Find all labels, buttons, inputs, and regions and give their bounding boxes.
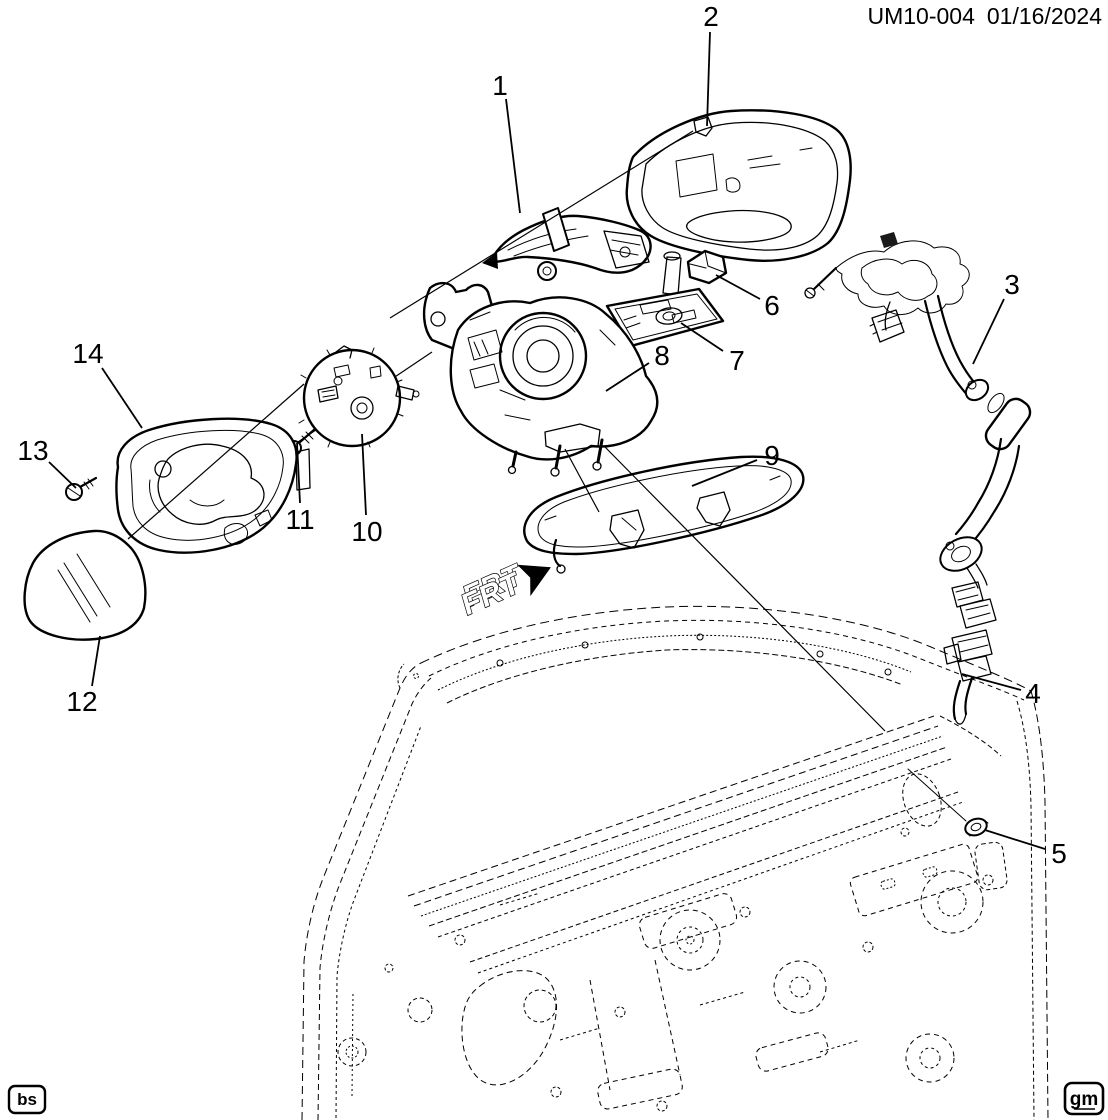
callout-leader-8 xyxy=(605,362,650,392)
document-id-header: UM10-004 01/16/2024 xyxy=(867,3,1102,29)
frt-indicator: FRT FRT xyxy=(458,557,551,623)
callout-label-7: 7 xyxy=(729,345,745,376)
callout-13: 13 xyxy=(17,435,77,489)
callout-label-14: 14 xyxy=(72,338,103,369)
callout-7: 7 xyxy=(680,322,745,376)
callout-label-5: 5 xyxy=(1051,838,1067,869)
callout-leader-1 xyxy=(505,98,521,214)
mirror-bezel-part-14 xyxy=(115,417,311,554)
mirror-arm-part-1 xyxy=(482,207,652,281)
callout-label-6: 6 xyxy=(764,290,780,321)
callout-5: 5 xyxy=(984,829,1067,869)
callout-label-12: 12 xyxy=(66,686,97,717)
doc-date: 01/16/2024 xyxy=(987,3,1102,29)
callout-12: 12 xyxy=(66,635,101,717)
callout-leader-9 xyxy=(691,459,758,487)
callout-8: 8 xyxy=(605,340,670,392)
base-plate-part-7 xyxy=(605,251,725,348)
callout-label-2: 2 xyxy=(703,1,719,32)
grommet-part-5 xyxy=(907,768,989,837)
mirror-housing-part-2 xyxy=(625,109,852,262)
callout-6: 6 xyxy=(715,274,780,321)
callout-label-11: 11 xyxy=(285,504,314,535)
doc-id: UM10-004 xyxy=(867,3,975,29)
frt-arrow-icon xyxy=(517,564,551,597)
callout-10: 10 xyxy=(351,433,383,547)
badge-bs: bs xyxy=(7,1084,47,1115)
callout-leader-11 xyxy=(296,442,301,504)
badge-bs-label: bs xyxy=(17,1090,37,1109)
callout-leader-3 xyxy=(972,298,1005,365)
badge-gm-label: gm xyxy=(1070,1089,1099,1110)
callout-14: 14 xyxy=(72,338,143,429)
wiring-harness-part-3 xyxy=(804,232,1032,608)
actuator-assembly-part-8 xyxy=(422,281,659,477)
callout-leader-4 xyxy=(961,673,1022,691)
mirror-glass-part-12 xyxy=(23,529,147,641)
callout-label-13: 13 xyxy=(17,435,48,466)
callout-4: 4 xyxy=(961,673,1041,709)
callout-label-1: 1 xyxy=(492,70,508,101)
callout-2: 2 xyxy=(703,1,719,127)
callout-leader-13 xyxy=(48,461,77,489)
callout-label-9: 9 xyxy=(764,440,780,471)
alignment-lines xyxy=(127,130,886,732)
gasket-part-9 xyxy=(523,455,805,574)
door-frame-drawing xyxy=(301,605,1049,1120)
badge-gm-logo: gm xyxy=(1063,1081,1105,1116)
screw-part-13 xyxy=(65,476,98,501)
callout-11: 11 xyxy=(285,442,315,535)
callout-leader-6 xyxy=(715,274,761,300)
harness-clip-part-4 xyxy=(943,598,997,725)
callout-label-4: 4 xyxy=(1025,678,1041,709)
callout-leader-10 xyxy=(361,433,367,516)
callout-1: 1 xyxy=(492,70,521,214)
callout-3: 3 xyxy=(972,269,1020,365)
callout-label-10: 10 xyxy=(351,516,382,547)
callout-leader-5 xyxy=(984,829,1046,850)
callout-label-3: 3 xyxy=(1004,269,1020,300)
callout-leader-14 xyxy=(101,367,143,429)
callout-9: 9 xyxy=(691,440,780,487)
callout-label-8: 8 xyxy=(654,340,670,371)
callout-leader-7 xyxy=(680,322,724,352)
mirror-motor-part-10 xyxy=(298,345,420,448)
callout-leader-12 xyxy=(91,635,101,687)
callout-leader-2 xyxy=(706,31,711,127)
